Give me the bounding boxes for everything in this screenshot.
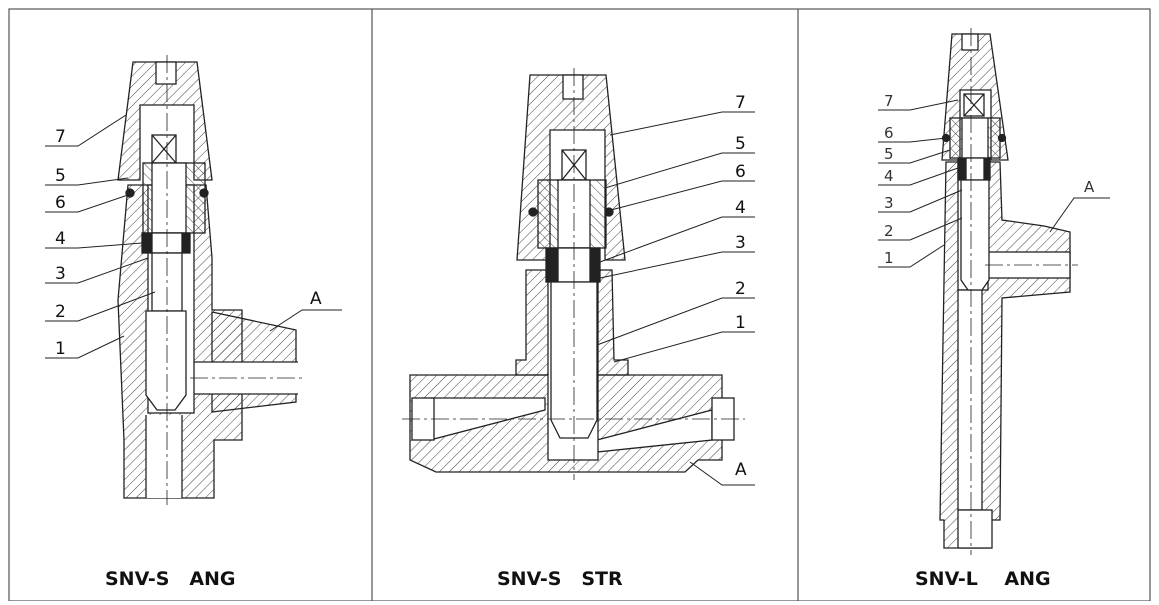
cap (117, 61, 213, 181)
panel-2-callouts: 7 5 6 4 3 2 1 A (735, 93, 747, 480)
callout-label: 2 (884, 222, 894, 240)
callout-label: 2 (55, 302, 66, 322)
leader-lines (596, 111, 755, 486)
stem-head (145, 310, 187, 411)
lower-bore (146, 415, 182, 498)
port-label: A (735, 460, 747, 480)
panel-title-snv-s-ang: SNV-S ANG (105, 568, 236, 590)
callout-label: 6 (55, 193, 66, 213)
panel-snv-l-ang-drawing (878, 28, 1110, 555)
callout-label: 6 (735, 162, 746, 182)
callout-label: 4 (55, 229, 66, 249)
cap-slot (961, 33, 979, 51)
callout-label: 7 (884, 92, 894, 110)
cap-slot (562, 74, 584, 100)
callout-label: 2 (735, 279, 746, 299)
port-label: A (310, 289, 322, 309)
callout-label: 5 (735, 134, 746, 154)
bottom-socket (957, 509, 993, 549)
cap-slot (155, 61, 177, 85)
callout-label: 4 (884, 167, 894, 185)
callout-label: 4 (735, 198, 746, 218)
stem-upper (151, 162, 187, 234)
panel-snv-s-str-drawing (402, 68, 755, 486)
o-ring-right (997, 133, 1007, 143)
callout-label: 1 (735, 313, 746, 333)
stem-head (960, 179, 990, 291)
stem-through-packing (965, 157, 985, 181)
callout-label: 3 (735, 233, 746, 253)
leader-lines (45, 114, 342, 359)
callout-label: 1 (55, 339, 66, 359)
callout-label: 3 (884, 194, 894, 212)
callout-label: 7 (735, 93, 746, 113)
callout-label: 7 (55, 127, 66, 147)
panel-title-snv-s-str: SNV-S STR (497, 568, 623, 590)
o-ring-left (528, 207, 538, 217)
panel-snv-s-ang-drawing (45, 55, 342, 505)
lower-bore (957, 289, 983, 511)
o-ring-right (199, 188, 209, 198)
leader-lines (878, 99, 1110, 268)
port-label: A (1084, 178, 1095, 196)
callout-label: 3 (55, 264, 66, 284)
panel-title-snv-l-ang: SNV-L ANG (915, 568, 1051, 590)
panel-1-callouts: 7 5 6 4 3 2 1 A (55, 127, 322, 359)
callout-label: 6 (884, 124, 894, 142)
callout-label: 1 (884, 249, 894, 267)
o-ring-right (604, 207, 614, 217)
callout-label: 5 (884, 145, 894, 163)
callout-label: 5 (55, 166, 66, 186)
panel-3-callouts: 7 6 5 4 3 2 1 A (884, 92, 1095, 267)
